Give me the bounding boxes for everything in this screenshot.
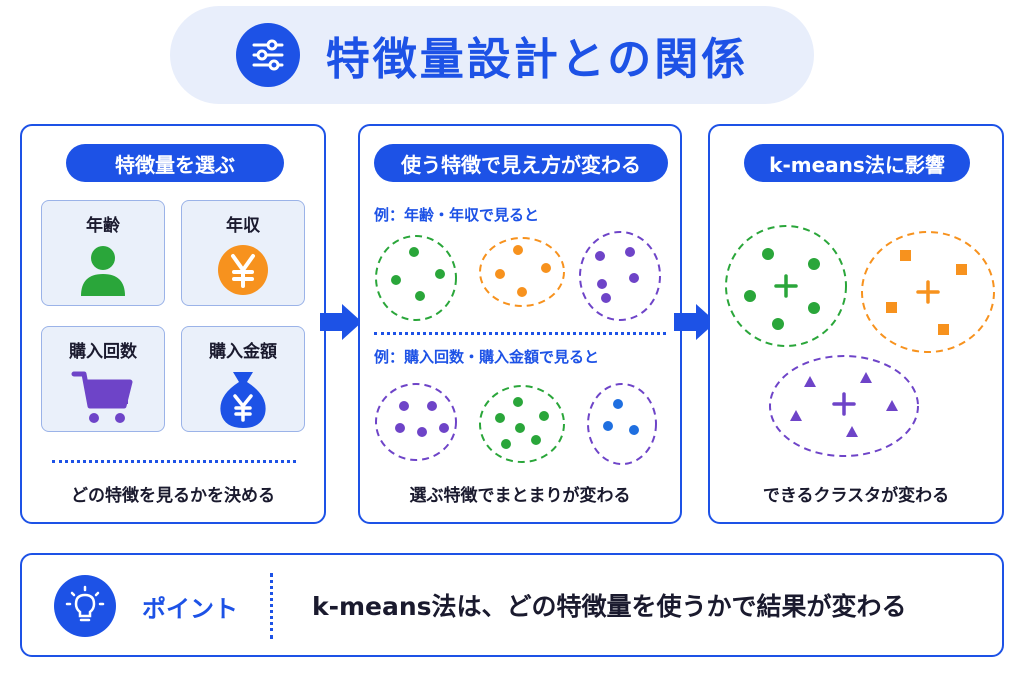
- panel-caption: できるクラスタが変わる: [762, 486, 950, 506]
- panel-caption: どの特徴を見るかを決める: [71, 486, 275, 506]
- page-title: 特徴量設計との関係: [325, 34, 749, 85]
- card-label: 年収: [226, 216, 260, 236]
- point-separator: [270, 573, 273, 639]
- example-label-purchase: 例：購入回数・購入金額で見ると: [374, 348, 600, 366]
- sliders-icon: [235, 23, 300, 87]
- money-bag-icon: [220, 372, 266, 428]
- card-label: 購入金額: [209, 342, 277, 362]
- title-banner: 特徴量設計との関係: [170, 6, 814, 104]
- card-label: 年齢: [86, 216, 120, 236]
- card-label: 購入回数: [69, 342, 137, 362]
- kmeans-clusters: [725, 225, 995, 457]
- panel-feature-view: 使う特徴で見え方が変わる 例：年齢・年収で見ると 例：購入回数・購入金額で見ると: [358, 124, 682, 524]
- panel-caption: 選ぶ特徴でまとまりが変わる: [409, 486, 631, 506]
- arrow-right-icon: [320, 304, 362, 340]
- feature-card-purchase-count: 購入回数: [41, 326, 165, 432]
- feature-card-income: 年収: [181, 200, 305, 306]
- feature-card-purchase-amount: 購入金額: [181, 326, 305, 432]
- point-box: ポイント k-means法は、どの特徴量を使うかで結果が変わる: [20, 553, 1004, 657]
- clusters-age-income: [375, 231, 661, 321]
- arrow-right-icon: [674, 304, 716, 340]
- example-label-age-income: 例：年齢・年収で見ると: [374, 206, 540, 224]
- panel-heading: k-means法に影響: [744, 144, 970, 182]
- divider: [52, 460, 296, 463]
- panel-select-features: 特徴量を選ぶ 年齢 年収 購入回数 購入金額: [20, 124, 326, 524]
- shopping-cart-icon: [71, 371, 133, 423]
- panel-kmeans-effect: k-means法に影響 できるクラスタが変わる: [708, 124, 1004, 524]
- lightbulb-icon: [54, 575, 116, 637]
- panel-heading: 特徴量を選ぶ: [66, 144, 284, 182]
- point-label: ポイント: [142, 595, 238, 623]
- yen-coin-icon: [218, 245, 268, 295]
- point-text: k-means法は、どの特徴量を使うかで結果が変わる: [312, 592, 907, 621]
- person-icon: [81, 246, 125, 296]
- feature-card-age: 年齢: [41, 200, 165, 306]
- panel-heading: 使う特徴で見え方が変わる: [374, 144, 668, 182]
- divider: [374, 332, 666, 335]
- clusters-purchase: [375, 383, 657, 465]
